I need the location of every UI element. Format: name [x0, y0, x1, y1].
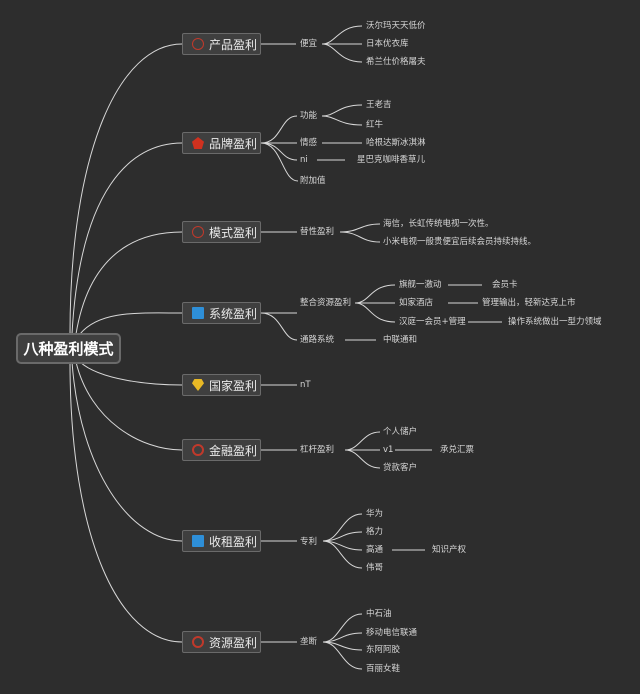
model-pattern[interactable]: 模式盈利 [182, 221, 261, 243]
rent-leaf-gree[interactable]: 格力 [366, 527, 384, 537]
resource-leaf-belle[interactable]: 百丽女鞋 [366, 664, 401, 674]
blue-flag-icon [192, 535, 204, 547]
system-leaf-hanting[interactable]: 汉庭一会员+管理 [399, 317, 466, 327]
product-leaf-galanz[interactable]: 希兰仕价格屠夫 [366, 57, 426, 67]
connector-root-pattern [75, 231, 183, 335]
model-brand[interactable]: 品牌盈利 [182, 132, 261, 154]
resource-leaf-telecom[interactable]: 移动电信联通 [366, 628, 418, 638]
system-leaf-flagship[interactable]: 旗舰一激动 [399, 280, 442, 290]
brand-leaf-haagendazs[interactable]: 哈根达斯冰淇淋 [366, 138, 426, 148]
rent-leaf-viagra[interactable]: 伟哥 [366, 563, 384, 573]
model-rent-label: 收租盈利 [209, 534, 258, 549]
resource-sub-monopoly[interactable]: 垄断 [300, 637, 318, 647]
model-finance-label: 金融盈利 [209, 443, 258, 458]
system-leaf-mgmt-output[interactable]: 管理输出，轻新达克上市 [482, 298, 576, 308]
pattern-sub[interactable]: 替性盈利 [300, 227, 335, 237]
product-sub-cheap[interactable]: 便宜 [300, 39, 318, 49]
brand-sub-emotion[interactable]: 情感 [300, 138, 318, 148]
finance-leaf-depositor[interactable]: 个人储户 [383, 427, 418, 437]
model-national-label: 国家盈利 [209, 378, 258, 393]
brand-sub-function[interactable]: 功能 [300, 111, 318, 121]
model-resource[interactable]: 资源盈利 [182, 631, 261, 653]
product-leaf-walmart[interactable]: 沃尔玛天天低价 [366, 21, 426, 31]
connector-root-finance [75, 361, 183, 451]
model-finance[interactable]: 金融盈利 [182, 439, 261, 461]
model-product[interactable]: 产品盈利 [182, 33, 261, 55]
resource-leaf-donge[interactable]: 东阿阿胶 [366, 645, 401, 655]
brand-leaf-redbull[interactable]: 红牛 [366, 120, 384, 130]
model-national[interactable]: 国家盈利 [182, 374, 261, 396]
product-leaf-uniqlo[interactable]: 日本优衣库 [366, 39, 409, 49]
connector-root-product [69, 43, 183, 335]
model-product-label: 产品盈利 [209, 37, 258, 52]
connector-root-resource [69, 361, 183, 643]
brand-sub-ni[interactable]: ni [300, 155, 308, 165]
system-leaf-membercard[interactable]: 会员卡 [492, 280, 518, 290]
red-badge-icon [192, 137, 204, 149]
dark-circle-icon [192, 226, 204, 238]
system-sub-integration[interactable]: 整合资源盈利 [300, 298, 352, 308]
root-node[interactable]: 八种盈利模式 [16, 333, 121, 364]
national-sub[interactable]: nT [300, 380, 311, 390]
finance-leaf-v1[interactable]: v1 [383, 445, 394, 455]
connector-root-rent [71, 361, 183, 542]
model-system-label: 系统盈利 [209, 306, 258, 321]
model-resource-label: 资源盈利 [209, 635, 258, 650]
hexagon-outline-icon [192, 38, 204, 50]
pattern-leaf-hisense[interactable]: 海信，长虹传统电视一次性。 [383, 219, 494, 229]
resource-leaf-petrochina[interactable]: 中石油 [366, 609, 392, 619]
blue-flag-icon [192, 307, 204, 319]
finance-leaf-acceptance[interactable]: 承兑汇票 [440, 445, 475, 455]
connector-root-national [79, 361, 183, 386]
model-brand-label: 品牌盈利 [209, 136, 258, 151]
rent-leaf-qualcomm[interactable]: 高通 [366, 545, 384, 555]
rent-sub-patent[interactable]: 专利 [300, 537, 318, 547]
finance-sub-leverage[interactable]: 杠杆盈利 [300, 445, 335, 455]
rent-leaf-huawei[interactable]: 华为 [366, 509, 384, 519]
finance-leaf-borrower[interactable]: 贷款客户 [383, 463, 418, 473]
pattern-leaf-xiaomi[interactable]: 小米电视一般贵便宜后续会员持续持线。 [383, 237, 537, 247]
brand-leaf-wanglaoji[interactable]: 王老吉 [366, 100, 392, 110]
system-sub-channel[interactable]: 通路系统 [300, 335, 335, 345]
system-leaf-os[interactable]: 操作系统做出一型力领域 [508, 317, 602, 327]
system-leaf-homeinns[interactable]: 如家酒店 [399, 298, 434, 308]
brand-leaf-starbucks[interactable]: 星巴克咖啡香草儿 [357, 155, 426, 165]
model-system[interactable]: 系统盈利 [182, 302, 261, 324]
gem-icon [192, 379, 204, 391]
rent-leaf-ip[interactable]: 知识产权 [432, 545, 467, 555]
model-rent[interactable]: 收租盈利 [182, 530, 261, 552]
ring-icon [192, 636, 204, 648]
ring-icon [192, 444, 204, 456]
connector-root-brand [71, 142, 183, 335]
model-pattern-label: 模式盈利 [209, 225, 258, 240]
system-leaf-unicom[interactable]: 中联通和 [383, 335, 418, 345]
connector-root-system [79, 312, 183, 335]
brand-sub-addvalue[interactable]: 附加值 [300, 176, 326, 186]
